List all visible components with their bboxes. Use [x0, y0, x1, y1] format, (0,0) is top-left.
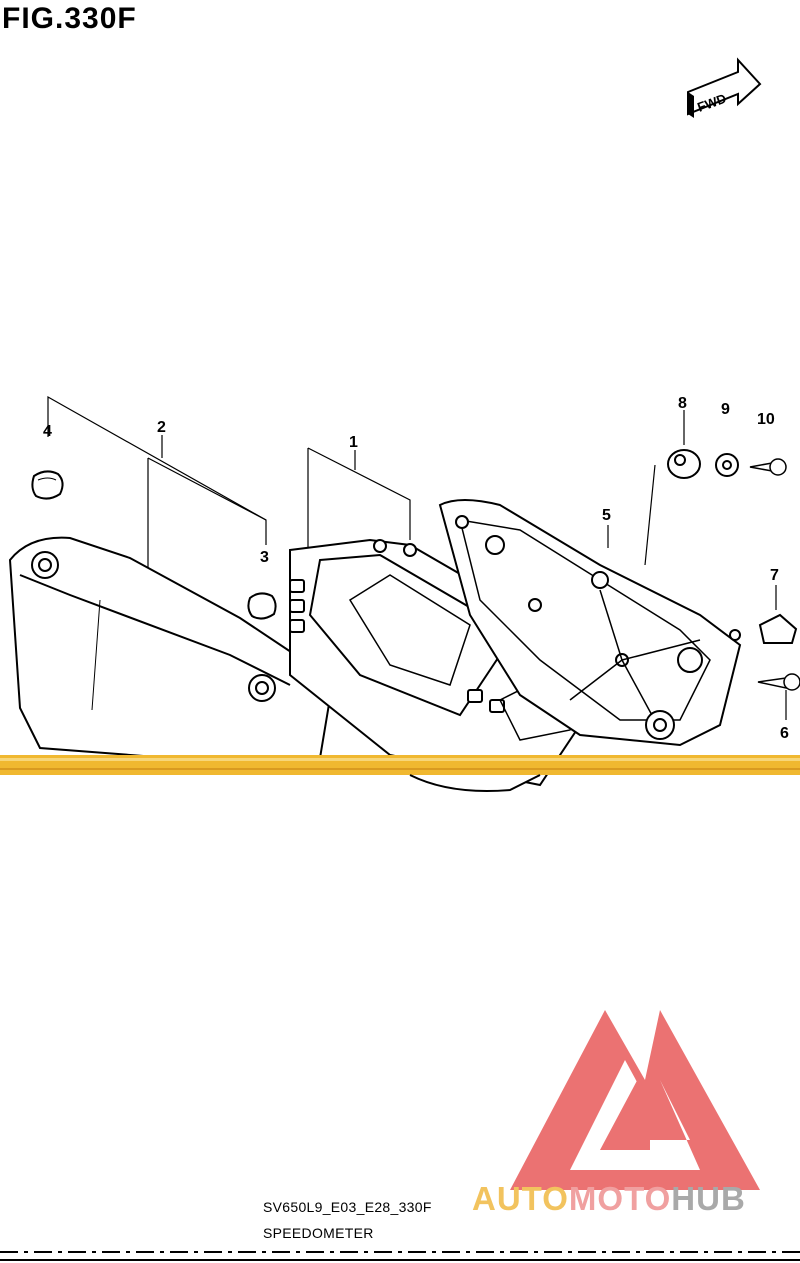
callout-numbers: 4 2 1 3 5 8 9 10 7 6: [43, 395, 789, 742]
callout-5: 5: [602, 507, 611, 524]
caption-name: SPEEDOMETER: [263, 1225, 374, 1241]
bottom-border: [0, 1251, 800, 1261]
part-7-clip: [758, 613, 798, 644]
part-5-rear-case: [438, 499, 742, 747]
figure-title: FIG.330F: [2, 2, 137, 35]
watermark-brand: AUTOMOTOHUB: [472, 1180, 746, 1218]
callout-9: 9: [721, 401, 730, 418]
callout-4: 4: [43, 423, 52, 440]
part-3-cap: [247, 592, 277, 620]
watermark-part1: AUTO: [472, 1180, 569, 1217]
watermark-part2: MOTO: [568, 1180, 672, 1217]
watermark-part3: HUB: [671, 1180, 746, 1217]
callout-10: 10: [757, 411, 775, 428]
automotohub-logo-icon: [510, 1010, 760, 1190]
part-10-screw: [749, 458, 787, 476]
callout-3: 3: [260, 549, 269, 566]
part-9-washer: [715, 453, 739, 477]
part-8-grommet: [667, 449, 701, 479]
part-6-screw: [757, 673, 800, 691]
caption-code: SV650L9_E03_E28_330F: [263, 1199, 432, 1215]
fwd-arrow-icon: FWD: [687, 57, 762, 118]
callout-8: 8: [678, 395, 687, 412]
callout-6: 6: [780, 725, 789, 742]
callout-2: 2: [157, 419, 166, 436]
leader-lines: [47, 395, 787, 720]
callout-1: 1: [349, 434, 358, 451]
callout-7: 7: [770, 567, 779, 584]
part-4-cap: [31, 470, 64, 500]
yellow-stripe-overlay: [0, 755, 800, 792]
part-2-visor-cover: [8, 536, 332, 770]
